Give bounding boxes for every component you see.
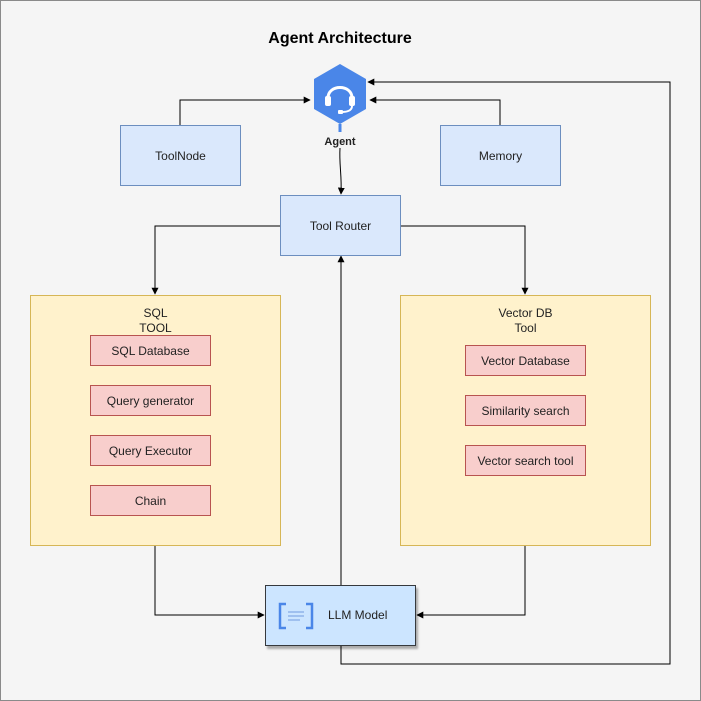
bracket-icon xyxy=(278,602,314,630)
chain-box: Chain xyxy=(90,485,211,516)
sql-database-box: SQL Database xyxy=(90,335,211,366)
headset-icon xyxy=(314,64,366,132)
edge-memory-to-agent xyxy=(369,96,501,125)
tool-router-box: Tool Router xyxy=(280,195,401,256)
edge-router-to-vector xyxy=(400,225,529,295)
toolnode-box: ToolNode xyxy=(120,125,241,186)
edge-llm-to-agent-loop xyxy=(340,78,671,665)
edge-vector-to-llm xyxy=(416,546,526,619)
llm-model-label: LLM Model xyxy=(328,608,388,622)
sql-tool-title: SQL TOOL xyxy=(139,306,172,335)
query-executor-box: Query Executor xyxy=(90,435,211,466)
agent-label: Agent xyxy=(324,136,356,148)
memory-box: Memory xyxy=(440,125,561,186)
edge-router-to-sql xyxy=(151,225,280,295)
query-generator-box: Query generator xyxy=(90,385,211,416)
edge-sql-to-llm xyxy=(154,546,265,619)
edge-agent-to-router xyxy=(337,147,345,195)
diagram-title: Agent Architecture xyxy=(268,30,412,47)
vector-search-tool-box: Vector search tool xyxy=(465,445,586,476)
vector-database-box: Vector Database xyxy=(465,345,586,376)
vector-db-tool-title: Vector DB Tool xyxy=(498,306,553,335)
similarity-search-box: Similarity search xyxy=(465,395,586,426)
edge-toolnode-to-agent xyxy=(179,96,311,125)
llm-model-box: LLM Model xyxy=(265,585,416,646)
